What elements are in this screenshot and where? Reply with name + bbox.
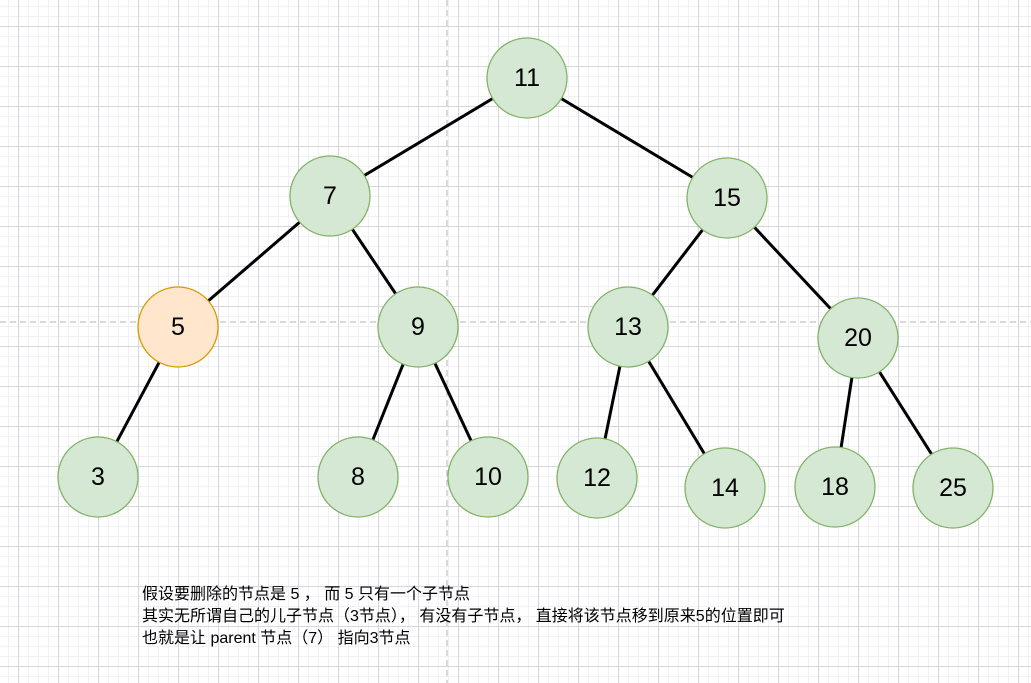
tree-node-circle-18[interactable] (794, 446, 876, 528)
tree-node-label-9: 9 (411, 313, 425, 341)
tree-node-10[interactable]: 10 (447, 436, 529, 518)
tree-node-14[interactable]: 14 (684, 447, 766, 529)
tree-node-circle-10[interactable] (447, 436, 529, 518)
tree-node-3[interactable]: 3 (57, 436, 139, 518)
tree-node-label-12: 12 (583, 464, 611, 492)
tree-node-18[interactable]: 18 (794, 446, 876, 528)
tree-node-label-25: 25 (939, 474, 967, 502)
tree-node-15[interactable]: 15 (686, 157, 768, 239)
tree-node-label-20: 20 (844, 324, 872, 352)
tree-edges (96, 76, 955, 489)
tree-node-circle-12[interactable] (556, 437, 638, 519)
tree-node-25[interactable]: 25 (912, 447, 994, 529)
tree-node-label-18: 18 (821, 473, 849, 501)
tree-node-label-5: 5 (171, 313, 185, 341)
tree-node-12[interactable]: 12 (556, 437, 638, 519)
tree-nodes: 11 7 15 5 9 13 20 3 8 10 12 14 18 25 (57, 37, 994, 529)
tree-node-circle-11[interactable] (486, 37, 568, 119)
tree-node-8[interactable]: 8 (317, 436, 399, 518)
tree-node-label-14: 14 (711, 474, 739, 502)
tree-node-circle-8[interactable] (317, 436, 399, 518)
annotation-line-1: 假设要删除的节点是 5 ， 而 5 只有一个子节点 (142, 586, 471, 603)
tree-node-circle-5[interactable] (137, 286, 219, 368)
tree-node-label-7: 7 (323, 182, 337, 210)
tree-node-11[interactable]: 11 (486, 37, 568, 119)
tree-node-circle-13[interactable] (587, 286, 669, 368)
tree-node-circle-25[interactable] (912, 447, 994, 529)
tree-node-circle-3[interactable] (57, 436, 139, 518)
tree-node-circle-20[interactable] (817, 297, 899, 379)
tree-node-label-10: 10 (474, 463, 502, 491)
tree-node-circle-14[interactable] (684, 447, 766, 529)
tree-node-7[interactable]: 7 (289, 155, 371, 237)
tree-node-13[interactable]: 13 (587, 286, 669, 368)
tree-node-circle-9[interactable] (377, 286, 459, 368)
annotation-text[interactable]: 假设要删除的节点是 5 ， 而 5 只有一个子节点 其实无所谓自己的儿子节点（3… (142, 584, 785, 650)
annotation-line-3: 也就是让 parent 节点（7） 指向3节点 (142, 630, 411, 647)
tree-node-label-11: 11 (514, 64, 540, 92)
tree-node-circle-7[interactable] (289, 155, 371, 237)
tree-node-label-3: 3 (91, 463, 105, 491)
tree-node-label-13: 13 (614, 313, 642, 341)
tree-node-label-15: 15 (713, 184, 741, 212)
tree-node-circle-15[interactable] (686, 157, 768, 239)
tree-node-5[interactable]: 5 (137, 286, 219, 368)
annotation-line-2: 其实无所谓自己的儿子节点（3节点）， 有没有子节点， 直接将该节点移到原来5的位… (142, 608, 785, 625)
tree-node-20[interactable]: 20 (817, 297, 899, 379)
tree-node-label-8: 8 (351, 463, 365, 491)
tree-node-9[interactable]: 9 (377, 286, 459, 368)
